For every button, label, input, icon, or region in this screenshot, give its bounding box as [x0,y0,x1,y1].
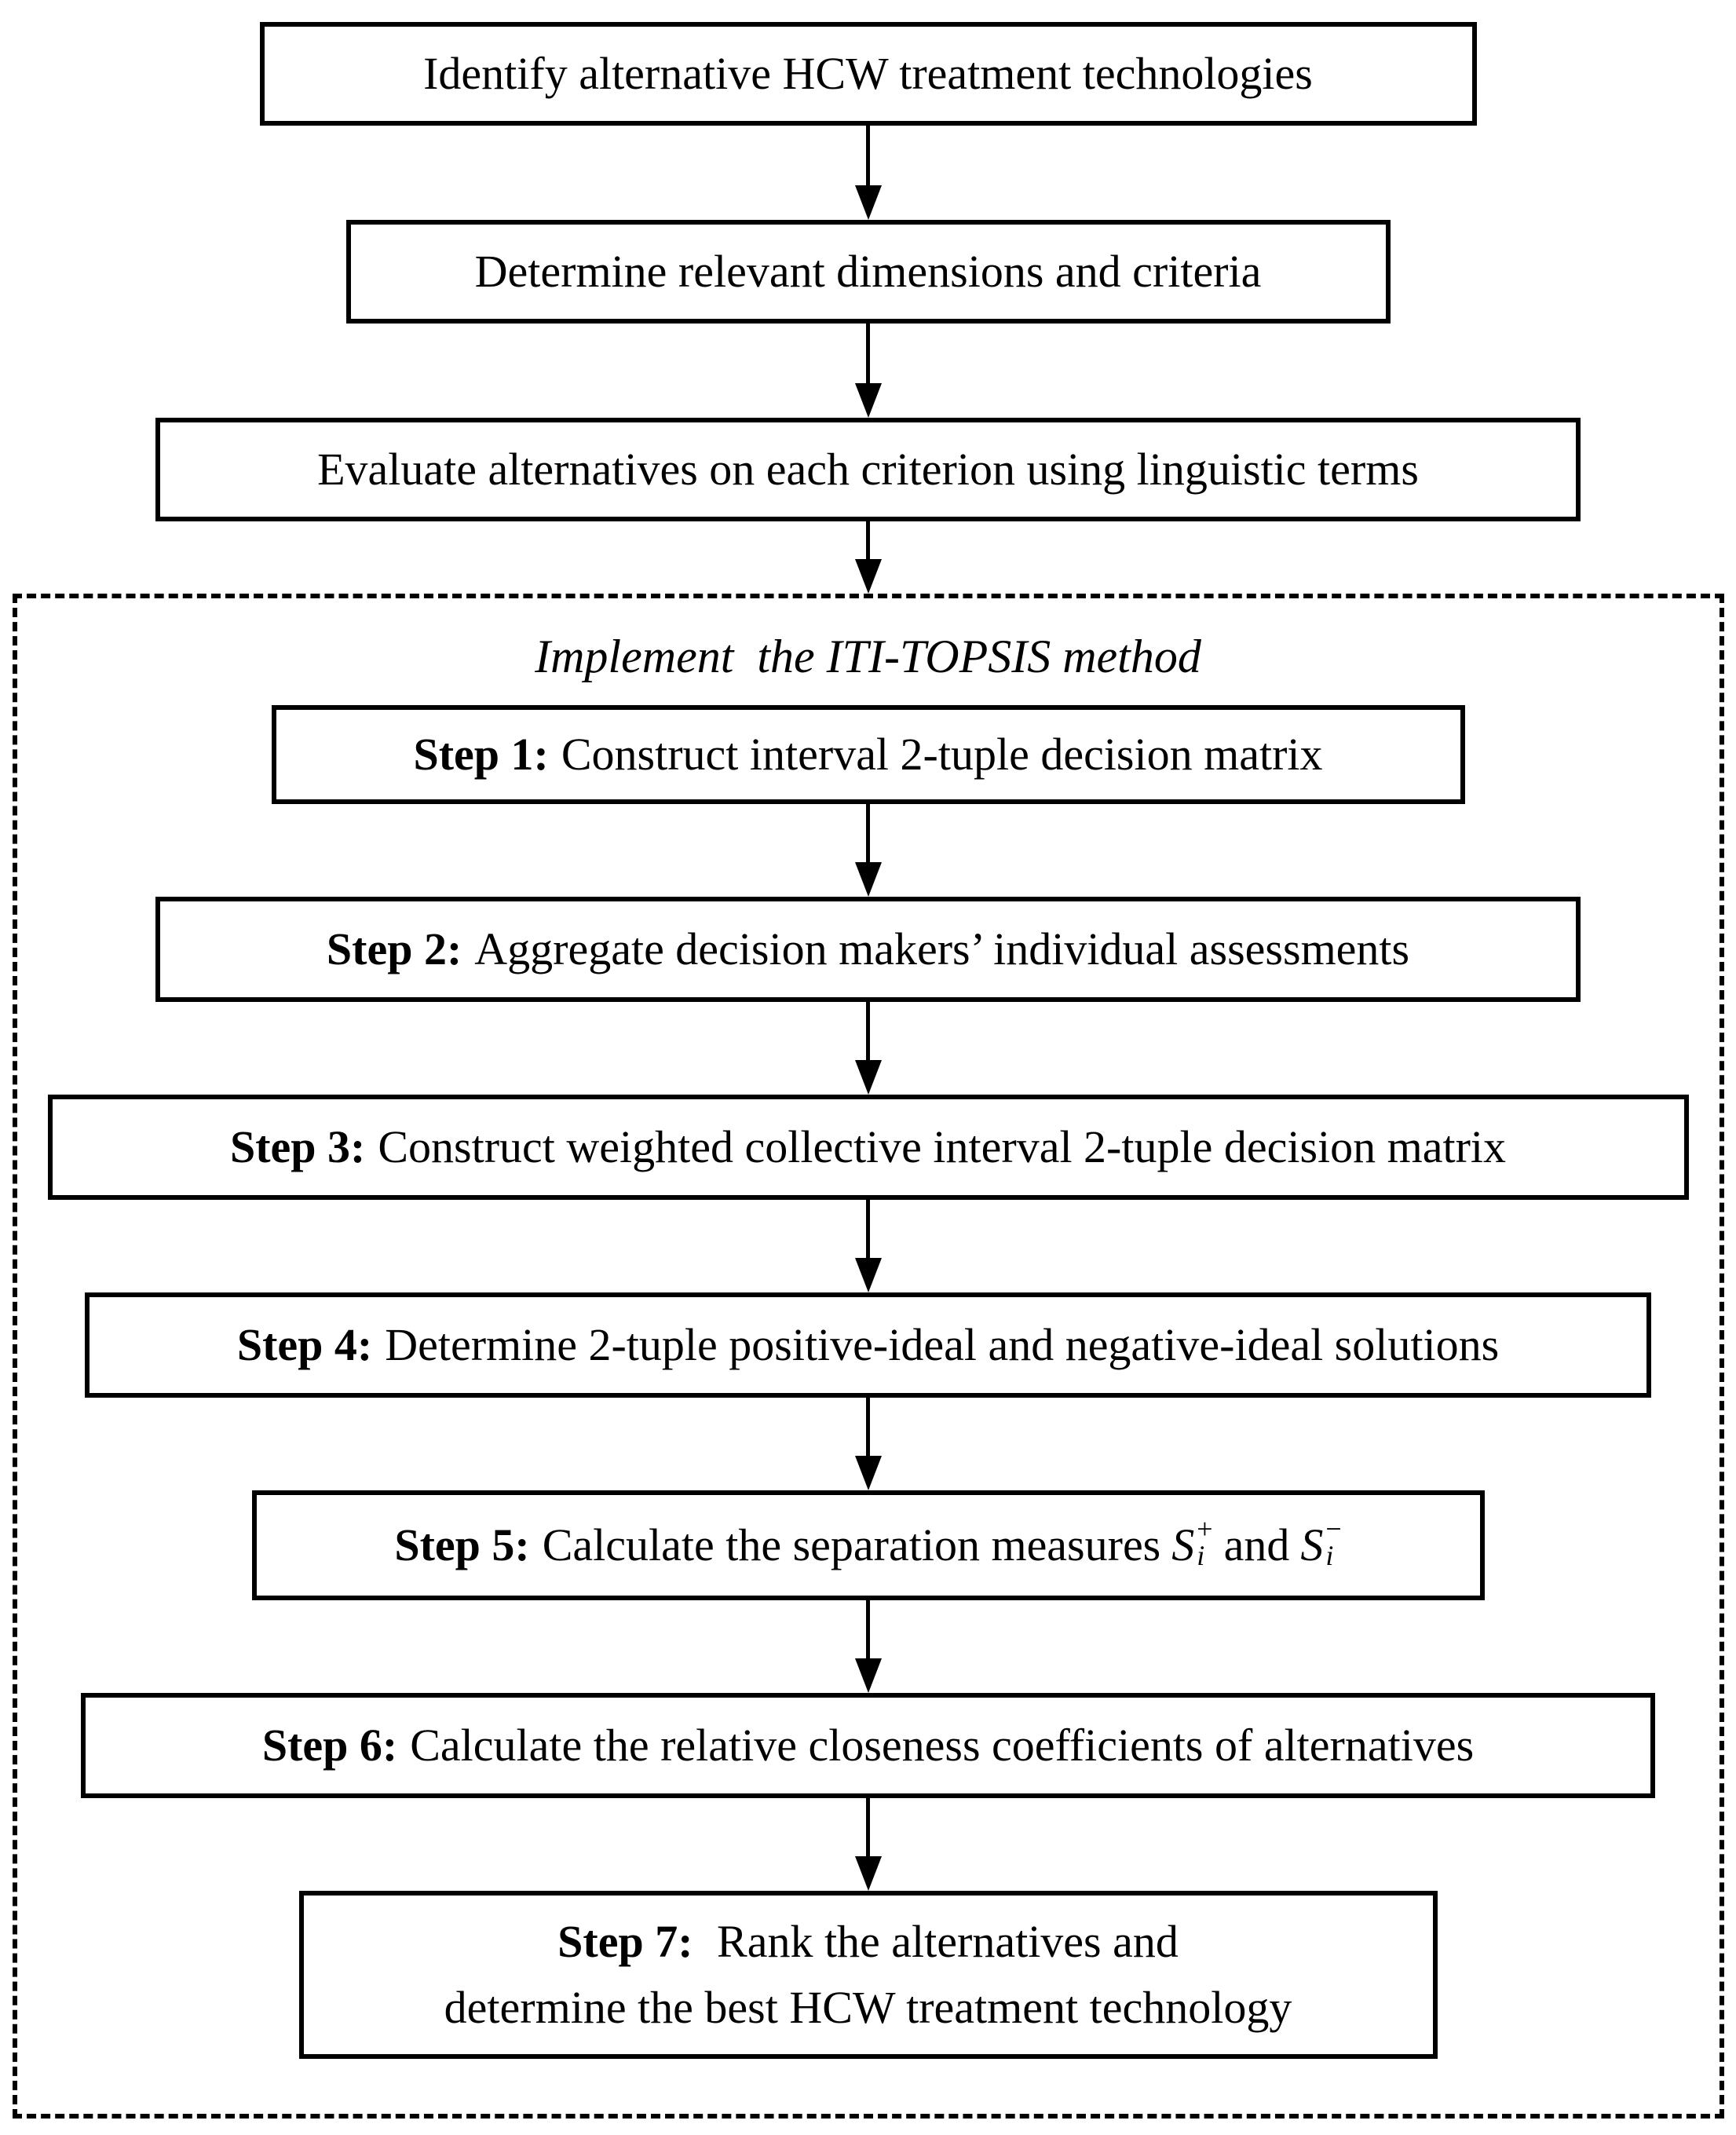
step-5-prefix: Step 5: [394,1519,530,1571]
arrow-shaft [866,1600,870,1658]
arrow-shaft [866,1398,870,1456]
arrow-shaft [866,324,870,383]
arrow-head-icon [854,1456,882,1490]
step-5-text: Calculate the separation measures [542,1519,1161,1571]
step-3-prefix: Step 3: [229,1121,366,1173]
arrow-head-icon [854,1060,882,1095]
arrow-shaft [866,1200,870,1258]
box-step-3: Step 3: Construct weighted collective in… [47,1095,1689,1200]
math-symbol-s: S [1171,1519,1195,1571]
step-6-text: Calculate the relative closeness coeffic… [410,1720,1475,1771]
step-7-text-line2: determine the best HCW treatment technol… [444,1982,1292,2033]
flow-arrow-4 [854,804,882,897]
math-conjunction: and [1223,1519,1290,1571]
arrow-shaft [866,804,870,862]
flow-arrow-1 [854,126,882,220]
box-step-7: Step 7: Rank the alternatives and determ… [298,1891,1438,2059]
box-step-6: Step 6: Calculate the relative closeness… [81,1693,1655,1798]
step-1-text: Construct interval 2-tuple decision matr… [561,729,1323,781]
step-2-prefix: Step 2: [326,923,462,975]
iti-topsis-dashed-container: Implement the ITI-TOPSIS method Step 1: … [12,594,1724,2119]
step-2-text: Aggregate decision makers’ individual as… [474,923,1410,975]
step-7-line-2: determine the best HCW treatment technol… [444,1975,1292,2041]
step-7-line-1: Step 7: Rank the alternatives and [557,1909,1179,1975]
box-identify-technologies-label: Identify alternative HCW treatment techn… [423,48,1313,100]
box-evaluate-alternatives: Evaluate alternatives on each criterion … [155,418,1581,521]
math-superscript-plus: + [1197,1512,1213,1545]
step-6-prefix: Step 6: [261,1720,398,1771]
arrow-shaft [866,521,870,559]
math-subscript-i: i [1197,1540,1205,1571]
arrow-shaft [866,126,870,185]
box-step-4: Step 4: Determine 2-tuple positive-ideal… [85,1292,1651,1398]
math-subscript-i: i [1325,1540,1334,1571]
flow-arrow-6 [854,1200,882,1292]
box-step-2: Step 2: Aggregate decision makers’ indiv… [155,897,1581,1002]
arrow-head-icon [854,1856,882,1891]
flow-arrow-2 [854,324,882,418]
flow-arrow-7 [854,1398,882,1490]
step-1-prefix: Step 1: [413,729,549,781]
arrow-head-icon [854,862,882,897]
step-7-prefix: Step 7: [557,1915,693,1967]
box-evaluate-alternatives-label: Evaluate alternatives on each criterion … [317,444,1419,495]
separation-measure-positive-formula: S + i and S − i [1171,1512,1342,1573]
math-scripts: + i [1197,1512,1213,1571]
step-4-text: Determine 2-tuple positive-ideal and neg… [385,1319,1500,1371]
math-scripts: − i [1325,1512,1342,1571]
math-superscript-minus: − [1325,1512,1342,1545]
box-determine-criteria-label: Determine relevant dimensions and criter… [474,246,1262,298]
arrow-head-icon [854,383,882,418]
math-symbol-s: S [1300,1519,1324,1571]
box-step-1: Step 1: Construct interval 2-tuple decis… [271,705,1465,804]
flow-arrow-5 [854,1002,882,1095]
arrow-head-icon [854,1658,882,1693]
flow-arrow-3 [854,521,882,594]
dashed-group-title: Implement the ITI-TOPSIS method [535,630,1201,682]
arrow-head-icon [854,1258,882,1292]
box-identify-technologies: Identify alternative HCW treatment techn… [259,22,1477,126]
step-7-text-line1: Rank the alternatives and [717,1915,1179,1967]
flow-arrow-9 [854,1798,882,1891]
flow-arrow-8 [854,1600,882,1693]
arrow-head-icon [854,185,882,220]
box-step-5: Step 5: Calculate the separation measure… [251,1490,1485,1600]
step-3-text: Construct weighted collective interval 2… [378,1121,1507,1173]
arrow-shaft [866,1798,870,1856]
arrow-shaft [866,1002,870,1060]
arrow-head-icon [854,559,882,594]
box-determine-criteria: Determine relevant dimensions and criter… [345,220,1391,324]
step-4-prefix: Step 4: [236,1319,373,1371]
